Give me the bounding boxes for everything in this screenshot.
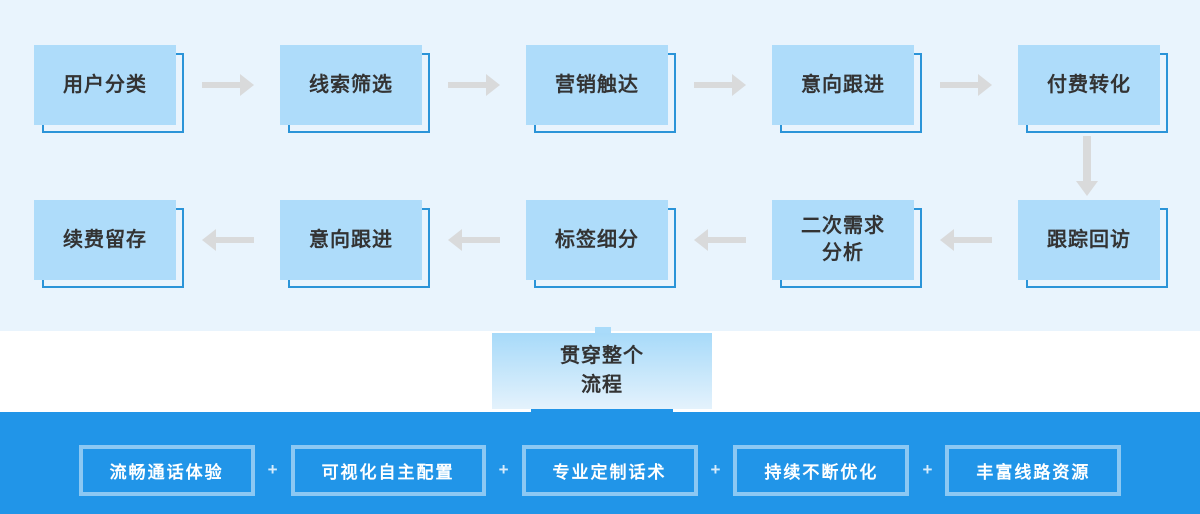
flow-step-label: 意向跟进 (801, 73, 885, 96)
flow-step-label: 营销触达 (555, 73, 639, 96)
flow-step-label: 用户分类 (63, 73, 147, 96)
plus-separator: + (710, 460, 721, 479)
center-note-top-tab (595, 327, 611, 335)
plus-separator: + (922, 460, 933, 479)
arrow-right-icon (202, 74, 254, 96)
plus-separator: + (267, 460, 278, 479)
center-note-bottom-connector (531, 406, 673, 414)
flow-step-label: 标签细分 (555, 228, 639, 251)
arrow-right-icon (694, 74, 746, 96)
flow-step-intent-follow-up-2: 意向跟进 (280, 200, 430, 288)
plus-separator: + (498, 460, 509, 479)
flow-step-label: 续费留存 (63, 228, 147, 251)
flow-step-secondary-demand-analysis: 二次需求 分析 (772, 200, 922, 288)
process-note-line2: 流程 (581, 374, 623, 396)
arrow-left-icon (448, 229, 500, 251)
flow-step-intent-follow-up: 意向跟进 (772, 45, 922, 133)
flow-step-paid-conversion: 付费转化 (1018, 45, 1168, 133)
process-note-line1: 贯穿整个 (560, 345, 644, 367)
feature-continuous-optimization: 持续不断优化 (733, 444, 910, 496)
process-note: 贯穿整个 流程 (492, 333, 712, 409)
arrow-left-icon (940, 229, 992, 251)
flow-step-label: 付费转化 (1047, 73, 1131, 96)
arrow-left-icon (694, 229, 746, 251)
flow-step-renewal-retention: 续费留存 (34, 200, 184, 288)
arrow-right-icon (940, 74, 992, 96)
arrow-right-icon (448, 74, 500, 96)
flow-step-user-classification: 用户分类 (34, 45, 184, 133)
feature-band: 流畅通话体验 + 可视化自主配置 + 专业定制话术 + 持续不断优化 + 丰富线… (0, 412, 1200, 514)
flow-step-label-line1: 二次需求 (801, 215, 885, 237)
flow-step-label: 跟踪回访 (1047, 228, 1131, 251)
feature-visual-self-configuration: 可视化自主配置 (290, 444, 486, 496)
arrow-left-icon (202, 229, 254, 251)
flow-step-label-line2: 分析 (822, 242, 864, 264)
flow-section: 用户分类 线索筛选 营销触达 意向跟进 付费转化 (0, 0, 1200, 331)
feature-rich-line-resources: 丰富线路资源 (945, 444, 1122, 496)
flow-step-follow-up-visit: 跟踪回访 (1018, 200, 1168, 288)
feature-smooth-call-experience: 流畅通话体验 (78, 444, 255, 496)
flow-step-marketing-reach: 营销触达 (526, 45, 676, 133)
flow-step-tag-segmentation: 标签细分 (526, 200, 676, 288)
flow-step-lead-screening: 线索筛选 (280, 45, 430, 133)
feature-professional-custom-scripts: 专业定制话术 (521, 444, 698, 496)
flow-step-label: 意向跟进 (309, 228, 393, 251)
flow-step-label: 线索筛选 (309, 73, 393, 96)
arrow-down-icon (1076, 136, 1098, 196)
